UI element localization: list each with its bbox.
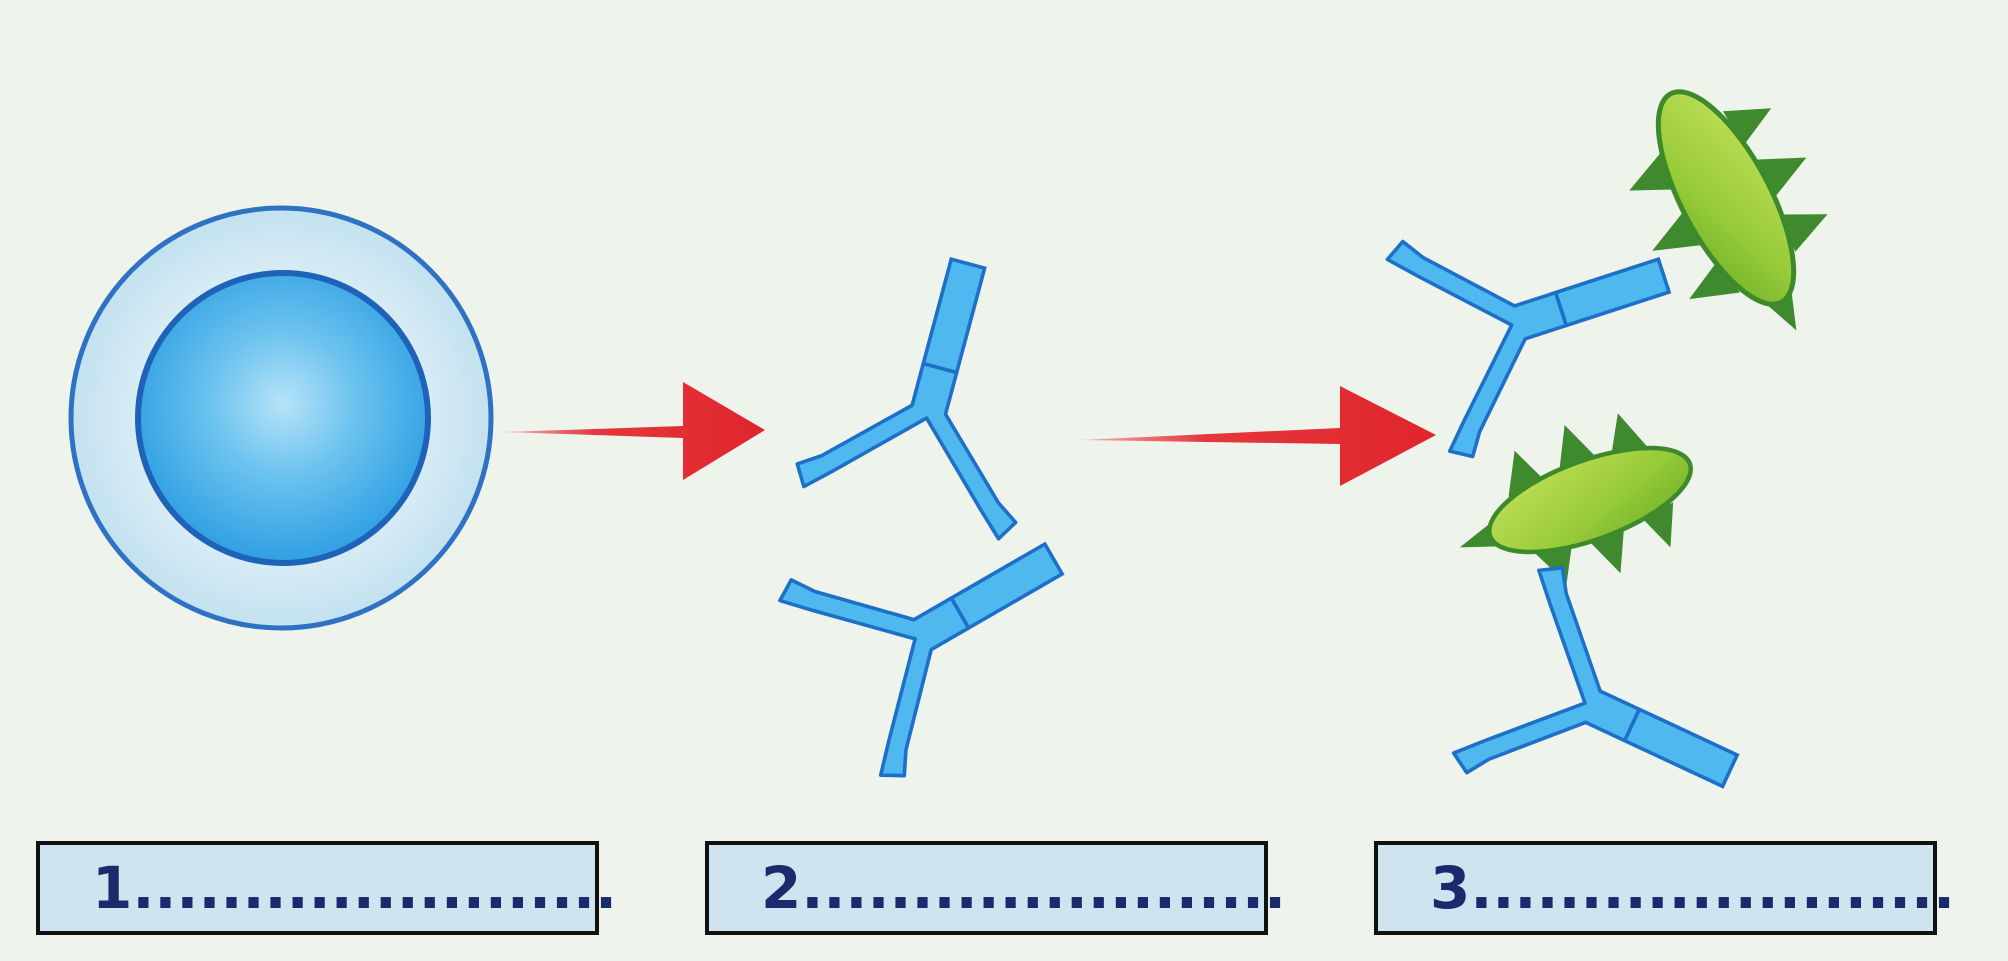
- arrow-icon: [1080, 386, 1436, 486]
- label-box-2: 2......................: [705, 841, 1286, 935]
- pathogen-icon: [1459, 413, 1717, 584]
- label-1-text: 1......................: [92, 854, 618, 922]
- label-box-3: 3......................: [1374, 841, 1955, 935]
- pathogen-icon: [1629, 52, 1828, 331]
- label-3-text: 3......................: [1430, 854, 1956, 922]
- label-2-text: 2......................: [761, 854, 1287, 922]
- label-box-1: 1......................: [36, 841, 617, 935]
- b-cell-icon: [68, 205, 494, 631]
- arrow-icon: [503, 382, 765, 480]
